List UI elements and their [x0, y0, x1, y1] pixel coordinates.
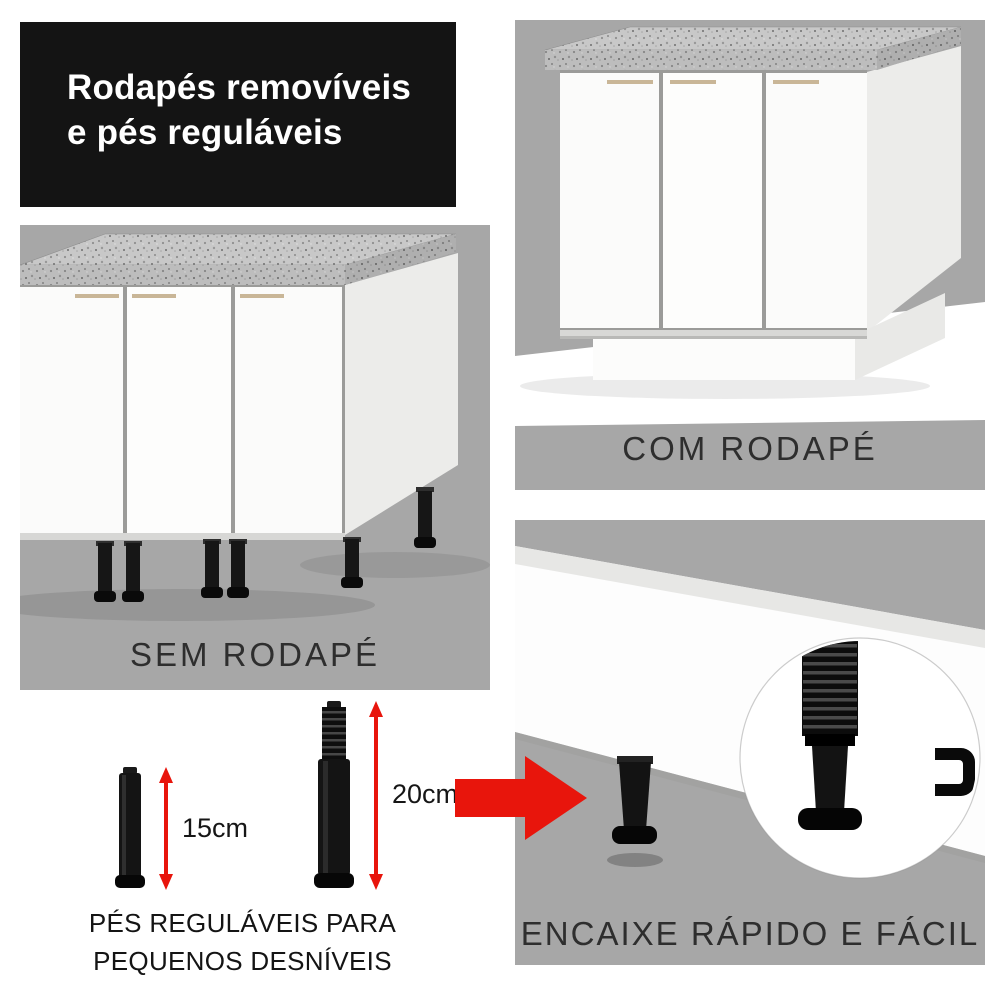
attached-foot [607, 756, 663, 867]
countertop [544, 26, 962, 70]
panel-sem-rodape: SEM RODAPÉ [20, 225, 490, 690]
cabinet-feet [94, 487, 436, 602]
tall-foot [314, 701, 354, 888]
cabinet-foot [227, 539, 249, 598]
short-foot [115, 767, 145, 888]
thread-ridges [803, 644, 857, 729]
door-handle [670, 80, 716, 84]
quick-fit-clip [935, 748, 975, 796]
title-banner: Rodapés removíveis e pés reguláveis [20, 22, 456, 207]
door-handle [773, 80, 819, 84]
title-line-1: Rodapés removíveis [67, 68, 412, 107]
cabinet-without-baseboard-illustration [20, 225, 490, 690]
foot-collar [805, 734, 855, 746]
cabinet-foot [201, 539, 223, 598]
tall-foot-label: 20cm [392, 779, 458, 809]
magnified-foot-detail [798, 641, 975, 830]
baseboard-side [855, 293, 945, 380]
countertop [20, 233, 457, 285]
cabinet-with-baseboard-illustration [515, 20, 985, 490]
feet-caption-line-1: PÉS REGULÁVEIS PARA [88, 908, 397, 938]
panel-com-rodape: COM RODAPÉ [515, 20, 985, 490]
baseboard-front [593, 335, 855, 380]
door-handle [240, 294, 284, 298]
feet-caption: PÉS REGULÁVEIS PARA PEQUENOS DESNÍVEIS [60, 905, 425, 980]
door-handle [132, 294, 176, 298]
door-handle [607, 80, 653, 84]
right-arrow-icon [455, 756, 587, 840]
caption-encaixe: ENCAIXE RÁPIDO E FÁCIL [520, 915, 980, 952]
foot-stem [812, 746, 848, 812]
right-arrow-shape [455, 756, 587, 840]
caption-com-rodape: COM RODAPÉ [622, 430, 878, 467]
cabinet-foot [414, 487, 436, 548]
short-foot-label: 15cm [182, 813, 248, 843]
cabinet-body [560, 46, 961, 380]
adjustable-feet-diagram: 15cm 20cm [115, 701, 458, 890]
tall-foot-measure-arrow [369, 701, 383, 890]
short-foot-measure-arrow [159, 767, 173, 890]
door-handle [75, 294, 119, 298]
caption-sem-rodape: SEM RODAPÉ [129, 636, 381, 673]
cabinet-foot [341, 537, 363, 588]
threaded-section [802, 641, 858, 736]
foot-closeup-illustration [515, 520, 985, 965]
cabinet-body [20, 253, 458, 540]
title-line-2: e pés reguláveis [67, 112, 343, 152]
panel-encaixe: ENCAIXE RÁPIDO E FÁCIL [515, 520, 985, 965]
foot-base [798, 808, 862, 830]
feet-caption-line-2: PEQUENOS DESNÍVEIS [93, 945, 392, 976]
cabinet-foot [94, 541, 116, 602]
cabinet-foot [122, 541, 144, 602]
